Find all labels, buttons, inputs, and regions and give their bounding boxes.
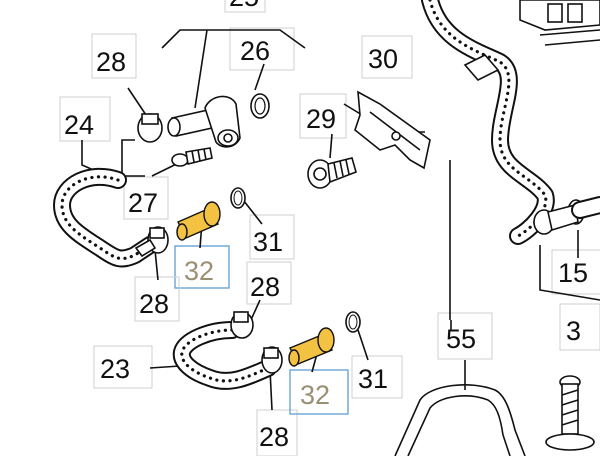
- label-28-left: 28: [139, 289, 169, 319]
- label-32-upper: 32: [184, 256, 214, 286]
- label-32-lower: 32: [300, 380, 330, 410]
- bracket-30: [307, 90, 431, 189]
- label-3: 3: [566, 316, 581, 346]
- label-24: 24: [64, 110, 94, 140]
- label-15: 15: [558, 258, 588, 288]
- valve-assembly: [137, 93, 270, 167]
- hose-23: [172, 321, 277, 390]
- label-31-upper: 31: [253, 227, 283, 257]
- pipe-55: [394, 375, 595, 456]
- label-25: 25: [229, 0, 259, 12]
- label-29: 29: [306, 104, 336, 134]
- label-23: 23: [100, 354, 130, 384]
- label-31-lower: 31: [358, 364, 388, 394]
- label-55: 55: [446, 324, 476, 354]
- label-30: 30: [368, 44, 398, 74]
- part-labels: 25 26 28 24 27 29 30 31 32 28 28 23 28 3…: [64, 0, 588, 452]
- label-28-mid: 28: [250, 272, 280, 302]
- label-28-top: 28: [96, 47, 126, 77]
- leader-lines: [81, 29, 600, 411]
- highlight-box-32b: [289, 369, 349, 415]
- label-27: 27: [128, 188, 158, 218]
- connector-lower: [230, 311, 361, 374]
- highlight-box-32a: [174, 245, 230, 289]
- label-28-bottom: 28: [259, 422, 289, 452]
- label-26: 26: [240, 36, 270, 66]
- connector-upper: [134, 187, 246, 258]
- hose-right: [421, 0, 600, 245]
- hose-24: [53, 167, 159, 268]
